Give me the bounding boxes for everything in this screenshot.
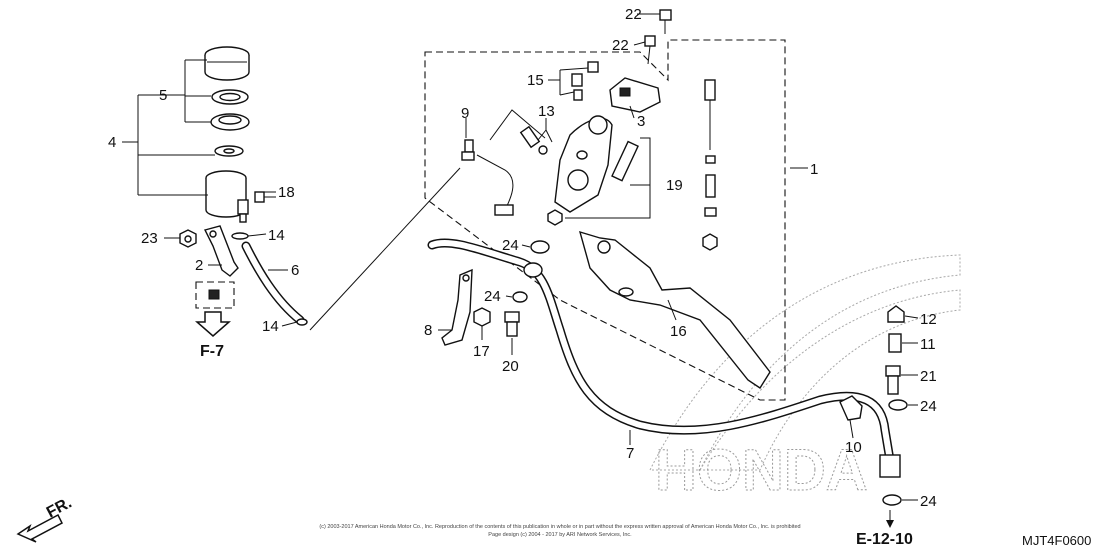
bolt-18 <box>254 191 276 203</box>
push-rod <box>611 140 639 182</box>
copyright-line-2: Page design (c) 2004 - 2017 by ARI Netwo… <box>488 532 632 538</box>
master-cylinder <box>554 115 613 213</box>
callout-20: 20 <box>502 358 519 375</box>
callout-3: 3 <box>637 113 645 130</box>
clutch-lever <box>578 230 771 389</box>
callout-16: 16 <box>670 323 687 340</box>
callout-19: 19 <box>666 177 683 194</box>
callout-leaders <box>122 13 919 528</box>
diagram-code: MJT4F0600 <box>1022 533 1091 548</box>
hose-clamp <box>839 395 863 421</box>
callout-5: 5 <box>159 87 167 104</box>
callout-24-b: 24 <box>484 288 501 305</box>
f7-reference-box <box>195 281 235 309</box>
callout-24-c: 24 <box>920 398 937 415</box>
copyright-line-1: (c) 2003-2017 American Honda Motor Co., … <box>319 524 800 530</box>
callout-22-lower: 22 <box>612 37 629 54</box>
reservoir-diaphragm <box>210 113 250 131</box>
reservoir-cap <box>204 46 250 81</box>
clip-14 <box>231 232 249 240</box>
callout-11: 11 <box>920 336 936 353</box>
callout-24-a: 24 <box>502 237 519 254</box>
callout-24-d: 24 <box>920 493 937 510</box>
callout-15: 15 <box>527 72 544 89</box>
callout-14-lower: 14 <box>262 318 279 335</box>
nut-small <box>547 209 563 226</box>
callout-23: 23 <box>141 230 158 247</box>
washer-24-c <box>888 399 908 411</box>
callout-21: 21 <box>920 368 937 385</box>
hose-stay <box>441 268 473 346</box>
front-arrow-icon <box>16 513 63 543</box>
callout-10: 10 <box>845 439 862 456</box>
bolt-20 <box>504 311 520 337</box>
f7-arrow-icon <box>195 311 231 337</box>
callout-6: 6 <box>291 262 299 279</box>
clip-14-lower <box>296 318 308 326</box>
reservoir-body <box>205 170 249 223</box>
reservoir-plate <box>211 89 249 105</box>
callout-17: 17 <box>473 343 490 360</box>
switch-9 <box>461 139 514 216</box>
bleeder-cap <box>887 305 905 323</box>
reference-e-12-10[interactable]: E-12-10 <box>856 531 913 548</box>
bolt-22-lower <box>644 35 656 65</box>
reference-f7[interactable]: F-7 <box>200 343 224 360</box>
reservoir-bracket <box>203 225 239 277</box>
washer-24-b <box>512 291 528 303</box>
callout-22-upper: 22 <box>625 6 642 23</box>
nut-23 <box>179 229 197 248</box>
callout-2: 2 <box>195 257 203 274</box>
callout-4: 4 <box>108 134 116 151</box>
callout-1: 1 <box>810 161 818 178</box>
honda-watermark-text: HONDA <box>655 438 868 503</box>
washer-24-a <box>530 240 550 254</box>
callout-18: 18 <box>278 184 295 201</box>
callout-13: 13 <box>538 103 555 120</box>
washer-24-d <box>882 494 902 506</box>
reservoir-washer <box>214 145 244 157</box>
pivot-pin <box>519 125 548 155</box>
callout-7: 7 <box>626 445 634 462</box>
bolt-22-upper <box>659 9 672 34</box>
callout-14-upper: 14 <box>268 227 285 244</box>
master-cylinder-holder <box>609 77 661 113</box>
lever-bolt-stack <box>702 79 718 251</box>
callout-8: 8 <box>424 322 432 339</box>
bleeder-valve <box>888 333 902 353</box>
joint-bolt <box>885 365 901 395</box>
callout-9: 9 <box>461 105 469 122</box>
nut-17 <box>473 307 491 327</box>
bleeder-screw <box>571 61 599 101</box>
callout-12: 12 <box>920 311 937 328</box>
honda-watermark: HONDA <box>649 254 961 504</box>
screw-inset <box>208 289 220 300</box>
front-label: FR. <box>44 494 75 521</box>
reservoir-hose <box>241 241 305 325</box>
clutch-hose <box>427 238 901 478</box>
